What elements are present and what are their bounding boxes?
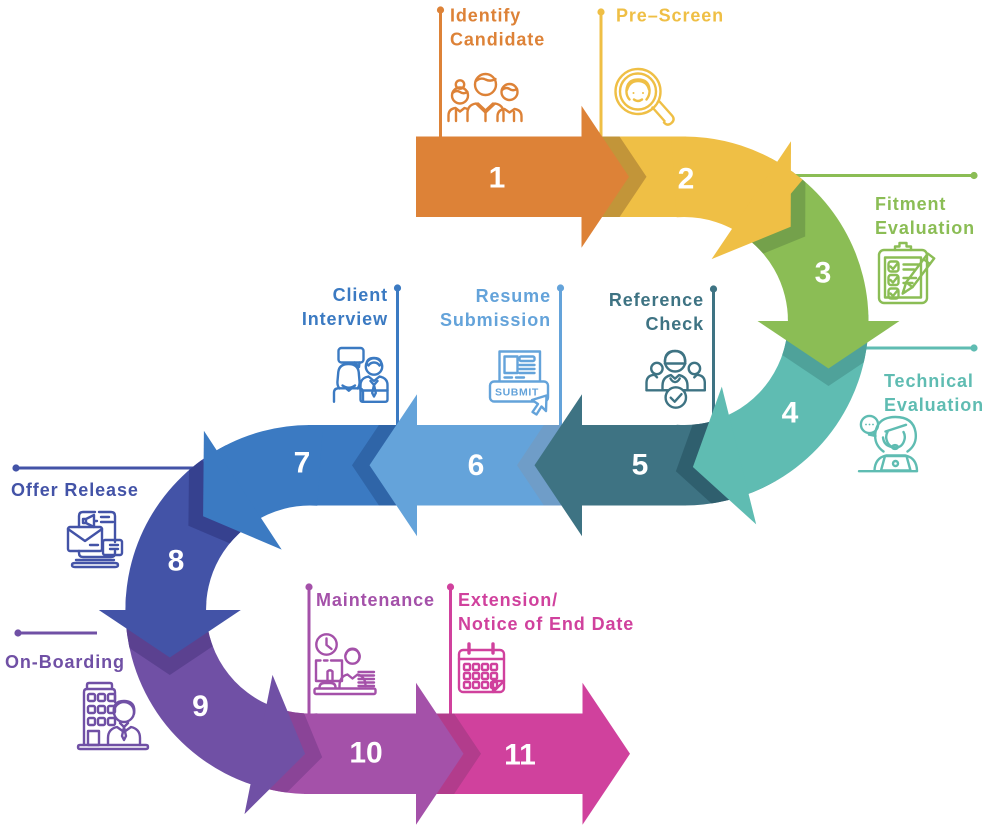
- svg-text:11: 11: [504, 738, 536, 771]
- svg-text:Client: Client: [333, 285, 388, 305]
- svg-text:1: 1: [489, 161, 506, 194]
- svg-text:Identify: Identify: [450, 6, 521, 26]
- svg-text:Evaluation: Evaluation: [875, 218, 975, 238]
- svg-text:Reference: Reference: [609, 290, 704, 310]
- svg-text:Notice of End Date: Notice of End Date: [458, 614, 634, 634]
- svg-text:Candidate: Candidate: [450, 30, 545, 50]
- svg-text:2: 2: [678, 163, 695, 196]
- svg-text:SUBMIT: SUBMIT: [495, 387, 539, 399]
- svg-text:Extension/: Extension/: [458, 590, 558, 610]
- svg-text:Evaluation: Evaluation: [884, 395, 984, 415]
- svg-text:Pre–Screen: Pre–Screen: [616, 6, 724, 26]
- svg-text:9: 9: [192, 690, 209, 723]
- svg-text:Technical: Technical: [884, 371, 974, 391]
- svg-text:Submission: Submission: [440, 310, 551, 330]
- svg-text:Interview: Interview: [302, 309, 388, 329]
- svg-text:On-Boarding: On-Boarding: [5, 652, 125, 672]
- svg-text:Check: Check: [645, 314, 704, 334]
- svg-text:Fitment: Fitment: [875, 194, 946, 214]
- svg-text:8: 8: [168, 545, 185, 578]
- svg-text:Offer Release: Offer Release: [11, 480, 139, 500]
- svg-text:10: 10: [349, 737, 382, 770]
- svg-text:4: 4: [782, 397, 799, 430]
- svg-text:7: 7: [294, 447, 311, 480]
- svg-text:5: 5: [632, 449, 649, 482]
- svg-text:Maintenance: Maintenance: [316, 590, 435, 610]
- svg-text:Resume: Resume: [476, 286, 551, 306]
- svg-text:3: 3: [815, 257, 832, 290]
- svg-text:6: 6: [468, 449, 485, 482]
